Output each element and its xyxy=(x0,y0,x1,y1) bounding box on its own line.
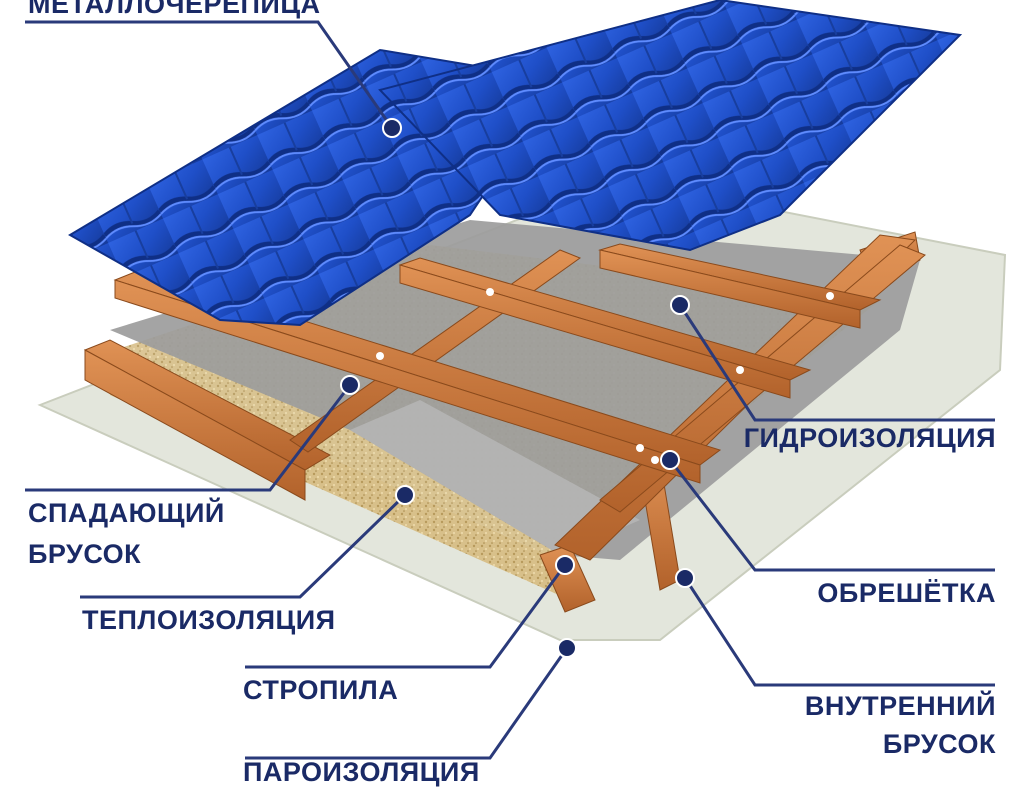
leader-lines xyxy=(25,20,995,760)
fasteners xyxy=(376,288,834,464)
leader-lathing xyxy=(668,459,995,572)
leader-points xyxy=(340,118,695,658)
metal-roof-tile xyxy=(68,0,963,327)
leader-inner-bar xyxy=(683,577,995,687)
lathing-batten xyxy=(399,264,791,399)
lathing-batten xyxy=(114,279,701,484)
rafter xyxy=(84,349,306,501)
roof-cross-section-diagram xyxy=(25,0,1007,760)
label-falling-bar-line1: СПАДАЮЩИЙ xyxy=(28,498,225,528)
label-inner-bar-line2: БРУСОК xyxy=(882,729,996,759)
label-inner-bar-line1: ВНУТРЕННИЙ xyxy=(804,691,996,721)
label-waterproofing: ГИДРОИЗОЛЯЦИЯ xyxy=(743,423,996,453)
label-rafters: СТРОПИЛА xyxy=(243,675,399,705)
leader-metal-tile xyxy=(25,20,394,129)
leader-waterproofing xyxy=(678,304,995,422)
leader-rafters xyxy=(245,564,567,669)
leader-falling-bar xyxy=(25,384,352,492)
lathing-batten xyxy=(599,249,861,329)
waterproofing-membrane-fold xyxy=(350,400,640,555)
rafter xyxy=(539,544,596,613)
label-lathing: ОБРЕШЁТКА xyxy=(817,578,996,608)
leader-vapor xyxy=(245,647,569,760)
label-thermal-insulation: ТЕПЛОИЗОЛЯЦИЯ xyxy=(82,605,336,635)
label-falling-bar-line2: БРУСОК xyxy=(28,539,142,569)
leader-insulation xyxy=(80,493,407,599)
label-metal-tile: МЕТАЛЛОЧЕРЕПИЦА xyxy=(28,0,321,19)
label-vapor-barrier: ПАРОИЗОЛЯЦИЯ xyxy=(243,757,480,787)
